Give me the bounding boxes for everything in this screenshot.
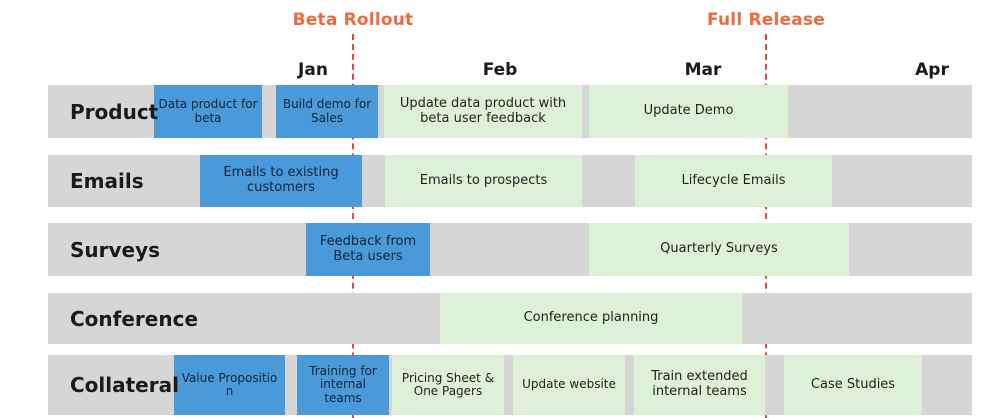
task-bar[interactable]: Emails to prospects — [385, 155, 582, 207]
task-bar[interactable]: Update website — [513, 355, 625, 415]
task-bar-label: Update data product with beta user feedb… — [399, 95, 567, 126]
task-bar[interactable]: Conference planning — [440, 293, 742, 344]
task-bar[interactable]: Case Studies — [784, 355, 922, 415]
row-label-conference: Conference — [70, 306, 199, 331]
task-bar-label: Emails to prospects — [419, 172, 548, 188]
task-bar[interactable]: Emails to existing customers — [200, 155, 362, 207]
milestone-label: Beta Rollout — [292, 10, 414, 30]
month-label-apr: Apr — [915, 60, 949, 80]
task-bar[interactable]: Update data product with beta user feedb… — [384, 85, 582, 138]
task-bar[interactable]: Data product for beta — [154, 85, 262, 138]
task-bar[interactable]: Lifecycle Emails — [635, 155, 832, 207]
task-bar[interactable]: Feedback from Beta users — [306, 223, 430, 276]
task-bar-label: Quarterly Surveys — [660, 241, 778, 257]
task-bar-label: Train extended internal teams — [651, 369, 748, 399]
task-bar-label: Update website — [522, 377, 616, 392]
task-bar-label: Update Demo — [643, 103, 734, 119]
month-label-mar: Mar — [684, 60, 722, 80]
task-bar-label: Training for internal teams — [309, 363, 377, 405]
task-bar[interactable]: Training for internal teams — [297, 355, 389, 415]
timeline-row: Surveys Feedback from Beta users Quarterly… — [48, 223, 972, 276]
task-bar-label: Lifecycle Emails — [681, 172, 786, 188]
row-label-emails: Emails — [70, 169, 144, 193]
task-bar-label: Pricing Sheet & One Pagers — [401, 370, 495, 398]
task-bar[interactable]: Update Demo — [589, 85, 788, 138]
task-bar[interactable]: Quarterly Surveys — [589, 223, 849, 276]
task-bar-label: Feedback from Beta users — [319, 233, 417, 264]
task-bar-label: Conference planning — [523, 310, 659, 326]
month-label-feb: Feb — [482, 60, 518, 80]
task-bar-label: Data product for beta — [158, 97, 258, 125]
task-bar-label: Value Propositio n — [181, 370, 278, 398]
milestone-label: Full Release — [707, 10, 825, 30]
task-bar-label: Case Studies — [810, 376, 896, 392]
task-bar[interactable]: Build demo for Sales — [276, 85, 378, 138]
task-bar[interactable]: Pricing Sheet & One Pagers — [392, 355, 504, 415]
row-label-collateral: Collateral — [70, 373, 179, 397]
task-bar[interactable]: Value Propositio n — [174, 355, 285, 415]
task-bar-label: Emails to existing customers — [223, 165, 339, 195]
month-label-jan: Jan — [298, 60, 328, 80]
row-label-surveys: Surveys — [70, 237, 161, 262]
task-bar[interactable]: Train extended internal teams — [634, 355, 765, 415]
task-bar-label: Build demo for Sales — [282, 97, 372, 125]
timeline-row: Emails Emails to existing customers Emails… — [48, 155, 972, 207]
row-label-product: Product — [70, 99, 159, 124]
timeline-row: Conference Conference planning — [48, 293, 972, 344]
